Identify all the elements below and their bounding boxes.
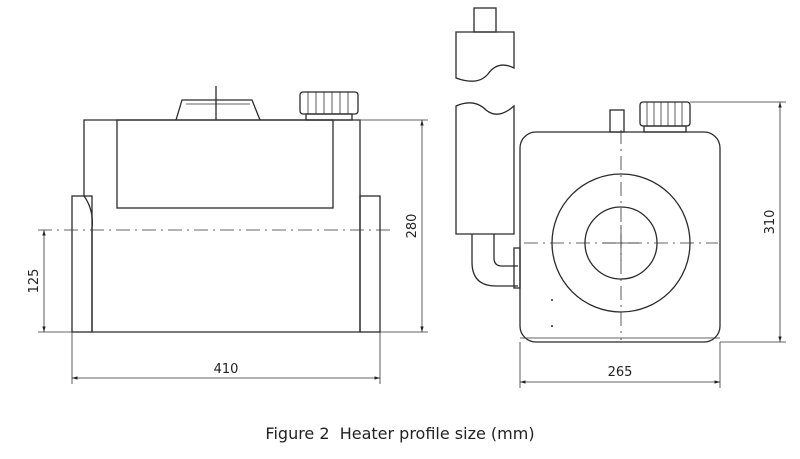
center-height-label: 125 [27,269,42,294]
left-flange [71,195,93,333]
side-cap-icon [639,101,691,133]
figure-caption: Figure 2 Heater profile size (mm) [265,424,535,443]
front-body [83,119,361,333]
chimney-upper [455,31,515,82]
chimney-lower [455,102,515,235]
side-width-label: 265 [608,365,633,380]
side-fitting [609,109,625,133]
chimney-tip [473,7,497,33]
side-view: 310 265 [455,7,786,388]
right-flange [359,195,381,333]
front-view: 410 280 125 [27,86,428,384]
heater-drawing: 410 280 125 [27,7,786,388]
side-height-label: 310 [763,210,778,235]
front-width-label: 410 [214,362,239,377]
front-lid [175,99,261,121]
front-cap-icon [299,91,359,121]
front-height-label: 280 [405,214,420,239]
front-tank-panel [116,119,334,209]
pipe-elbow [471,234,518,287]
